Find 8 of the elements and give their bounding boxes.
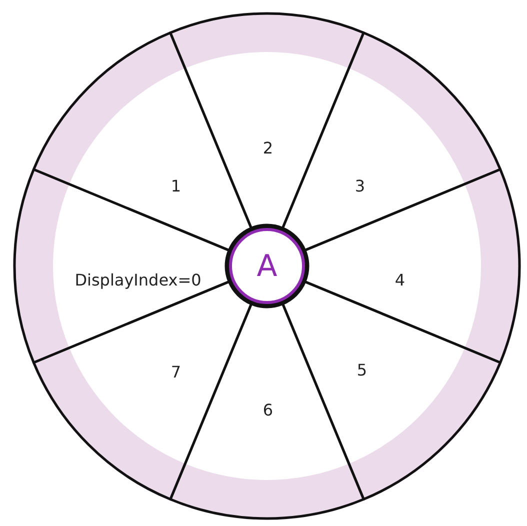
segment-label: 1 — [170, 176, 182, 196]
segment-label: 3 — [354, 176, 366, 196]
segment-label: 2 — [262, 138, 274, 158]
segment-label: 5 — [356, 360, 368, 380]
segment-label: 4 — [394, 270, 406, 290]
segment-label: DisplayIndex=0 — [74, 270, 202, 290]
segment-label: 7 — [170, 362, 182, 382]
segment-label: 6 — [262, 400, 274, 420]
